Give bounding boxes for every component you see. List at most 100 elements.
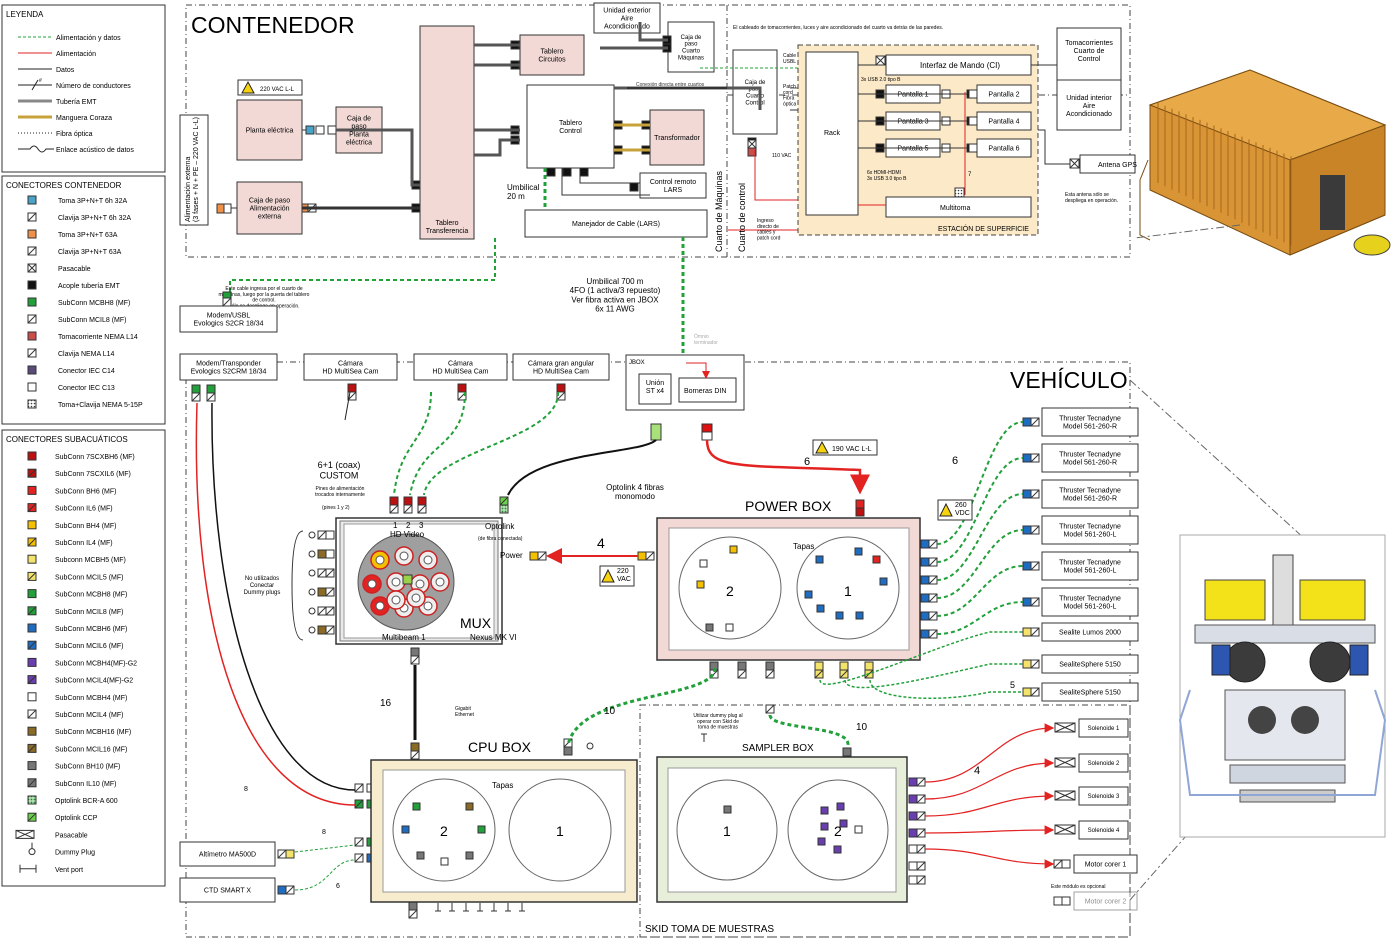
estacion-superficie: ESTACIÓN DE SUPERFICIE Rack Interfaz de … (797, 27, 1137, 236)
sb-dots-7 (854, 825, 863, 834)
connector (916, 794, 926, 804)
motor-corer-2: Motor corer 2 (1073, 891, 1138, 911)
legend-label-5: Manguera Coraza (56, 115, 112, 122)
connector (920, 557, 930, 567)
connector (191, 392, 201, 402)
connector (765, 661, 775, 671)
cuarto-maquinas-label: Cuarto de Máquinas (714, 170, 724, 252)
connector (410, 750, 420, 760)
altimetro: Altímetro MA500D (179, 841, 276, 867)
legend-label-6: Fibra óptica (56, 131, 93, 138)
sc-label-10: SubConn MCBH6 (MF) (55, 626, 127, 633)
connector (27, 812, 37, 822)
power-box: Tapas 2 1 POWER BOX (656, 498, 921, 661)
svg-text:SAMPLER BOX: SAMPLER BOX (742, 743, 814, 754)
svg-text:Nexus MK VI: Nexus MK VI (470, 633, 517, 642)
connector (408, 909, 418, 919)
connector (747, 139, 757, 149)
sc-label-0: SubConn 7SCXBH6 (MF) (55, 454, 135, 461)
vent-port (463, 903, 469, 912)
sb-dots-6 (833, 845, 842, 854)
connector (529, 551, 539, 561)
thruster-cable (936, 565, 1024, 617)
svg-text:(pines 1 y 2): (pines 1 y 2) (322, 505, 350, 511)
connector (27, 520, 37, 530)
connector (315, 125, 325, 135)
vent-port (477, 903, 483, 912)
cpu-dots-3 (477, 825, 486, 834)
connector (928, 611, 938, 621)
subsea-connectors-title: CONECTORES SUBACUÁTICOS (6, 435, 128, 444)
connector (325, 530, 335, 540)
svg-text:Conexión directa entre cuartos: Conexión directa entre cuartos (636, 82, 705, 88)
cc-label-7: SubConn MCIL8 (MF) (58, 317, 126, 324)
cc-label-1: Clavija 3P+N+T 6h 32A (58, 215, 131, 222)
cpu-dots-4 (416, 851, 425, 860)
connector (354, 799, 364, 809)
light-1: Sealite Lumos 2000 (1041, 622, 1139, 642)
connector (1022, 627, 1032, 637)
svg-text:MUX: MUX (460, 615, 492, 631)
svg-text:SKID TOMA DE MUESTRAS: SKID TOMA DE MUESTRAS (645, 924, 774, 935)
pb-dots-12 (879, 577, 888, 586)
svg-text:Interfaz de Mando (CI): Interfaz de Mando (CI) (920, 61, 1000, 70)
svg-text:3: 3 (419, 521, 424, 530)
connector (191, 384, 201, 394)
connector (27, 503, 37, 513)
svg-text:2: 2 (440, 823, 448, 839)
svg-text:Este módulo es opcional: Este módulo es opcional (1051, 884, 1105, 890)
motor-corer-2-label: Motor corer 2 (1085, 898, 1127, 905)
connector (537, 551, 547, 561)
connector (499, 504, 509, 514)
vent-port-symbol (19, 864, 37, 873)
connector (285, 849, 295, 859)
connector (814, 661, 824, 671)
connector (317, 568, 327, 578)
svg-text:ESTACIÓN DE SUPERFICIE: ESTACIÓN DE SUPERFICIE (938, 224, 1029, 233)
svg-text:Optolink: Optolink (485, 522, 515, 531)
connector (908, 875, 918, 885)
pb-dots-9 (835, 611, 844, 620)
svg-text:Borneras DIN: Borneras DIN (684, 388, 726, 395)
light-2: SealiteSphere 5150 (1041, 654, 1139, 674)
pb-dots-4 (725, 623, 734, 632)
pantalla-2-label: Pantalla 2 (988, 91, 1019, 98)
alimentacion-externa-label: Alimentación externa(3 fases + N + PE – … (185, 117, 200, 222)
svg-text:VEHÍCULO: VEHÍCULO (1010, 367, 1128, 393)
ctd: CTD SMART X (179, 877, 276, 903)
connector (645, 551, 655, 561)
svg-text:CPU BOX: CPU BOX (468, 739, 532, 755)
connector (354, 853, 364, 863)
svg-text:3x USB 2.0 tipo B: 3x USB 2.0 tipo B (861, 77, 901, 83)
connector (222, 297, 232, 307)
sc-label-7: SubConn MCIL5 (MF) (55, 574, 123, 581)
pantalla-6: Pantalla 6 (976, 138, 1032, 158)
connector (737, 661, 747, 671)
thruster-cable (936, 457, 1024, 563)
connector (842, 747, 852, 757)
connector (27, 451, 37, 461)
cc-label-3: Clavija 3P+N+T 63A (58, 249, 122, 256)
pantalla-1-label: Pantalla 1 (897, 91, 928, 98)
connector (277, 885, 287, 895)
cuarto-control-label: Cuarto de control (737, 183, 747, 252)
vent-port (491, 903, 497, 912)
sc-label-15: SubConn MCIL4 (MF) (55, 712, 123, 719)
